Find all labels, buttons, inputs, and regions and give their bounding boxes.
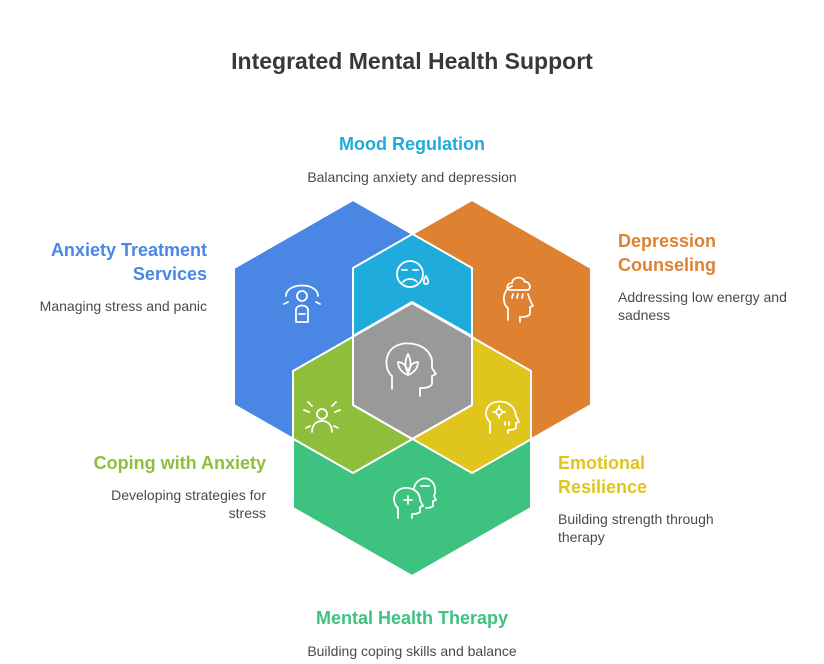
anxious-person-icon [303, 401, 341, 433]
mood-title: Mood Regulation [339, 134, 485, 154]
resilience-description: Building strength through therapy [558, 511, 714, 545]
hexagon-outlines [233, 199, 592, 577]
head-lotus-icon [385, 342, 437, 397]
page-title: Integrated Mental Health Support [231, 48, 593, 74]
depression-title: Depression Counseling [618, 231, 717, 275]
coping-title: Coping with Anxiety [93, 453, 266, 473]
anxiety-description: Managing stress and panic [39, 298, 207, 314]
therapy-description: Building coping skills and balance [307, 643, 517, 659]
anxiety-title: Anxiety Treatment Services [50, 240, 207, 284]
mood-region [353, 234, 472, 336]
resilience-region [412, 336, 531, 473]
head-gear-icon [485, 400, 520, 434]
therapy-title: Mental Health Therapy [315, 608, 509, 628]
mood-description: Balancing anxiety and depression [307, 169, 517, 185]
two-heads-plus-minus-icon [393, 477, 437, 519]
depression-description: Addressing low energy and sadness [618, 289, 787, 323]
resilience-title: Emotional Resilience [558, 453, 648, 497]
coping-description: Developing strategies for stress [111, 487, 266, 521]
center-region [353, 302, 472, 439]
head-rain-cloud-icon [503, 276, 534, 323]
meditating-person-icon [283, 284, 321, 323]
sad-face-tear-icon [396, 260, 430, 288]
